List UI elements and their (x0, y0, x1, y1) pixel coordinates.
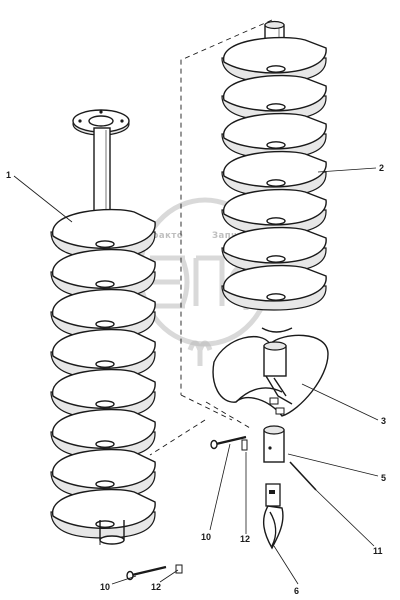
callout-12-upper: 12 (240, 534, 250, 544)
callout-2: 2 (379, 163, 384, 173)
callout-1: 1 (6, 170, 11, 180)
bolt-lower (126, 565, 167, 581)
auger-right-flight-2 (221, 74, 327, 121)
pilot-flight-assembly (212, 334, 329, 417)
auger-assembly-right (221, 20, 327, 333)
cotter-pin (289, 461, 317, 491)
pilot-bit (262, 483, 284, 550)
callout-10-upper: 10 (201, 532, 211, 542)
callout-labels: 1 2 3 5 6 10 10 11 12 12 (6, 163, 386, 596)
auger-right-flight-1 (221, 36, 327, 83)
auger-left-flight-8 (50, 488, 156, 539)
auger-right-flight-4 (221, 150, 327, 197)
auger-right-bottom-collar (261, 327, 293, 333)
auger-left-top-plate (72, 109, 130, 136)
callout-10-lower: 10 (100, 582, 110, 592)
callout-6: 6 (294, 586, 299, 596)
nut-upper (241, 439, 248, 451)
auger-right-flight-5 (221, 188, 327, 235)
callout-11: 11 (373, 546, 383, 556)
auger-right-flight-7 (221, 264, 327, 311)
auger-right-flights (221, 36, 327, 311)
auger-left-flights (50, 208, 156, 539)
nut-lower (175, 564, 183, 574)
callout-12-lower: 12 (151, 582, 161, 592)
leader-lines (13, 167, 379, 585)
callout-3: 3 (381, 416, 386, 426)
callout-5: 5 (381, 473, 386, 483)
coupling-sleeve (263, 425, 285, 463)
watermark-caption-left: Тракто (146, 231, 183, 241)
auger-assembly-left (50, 109, 156, 545)
auger-left-bottom-hub (99, 520, 125, 545)
auger-right-flight-6 (221, 226, 327, 273)
bolt-upper (210, 435, 247, 450)
